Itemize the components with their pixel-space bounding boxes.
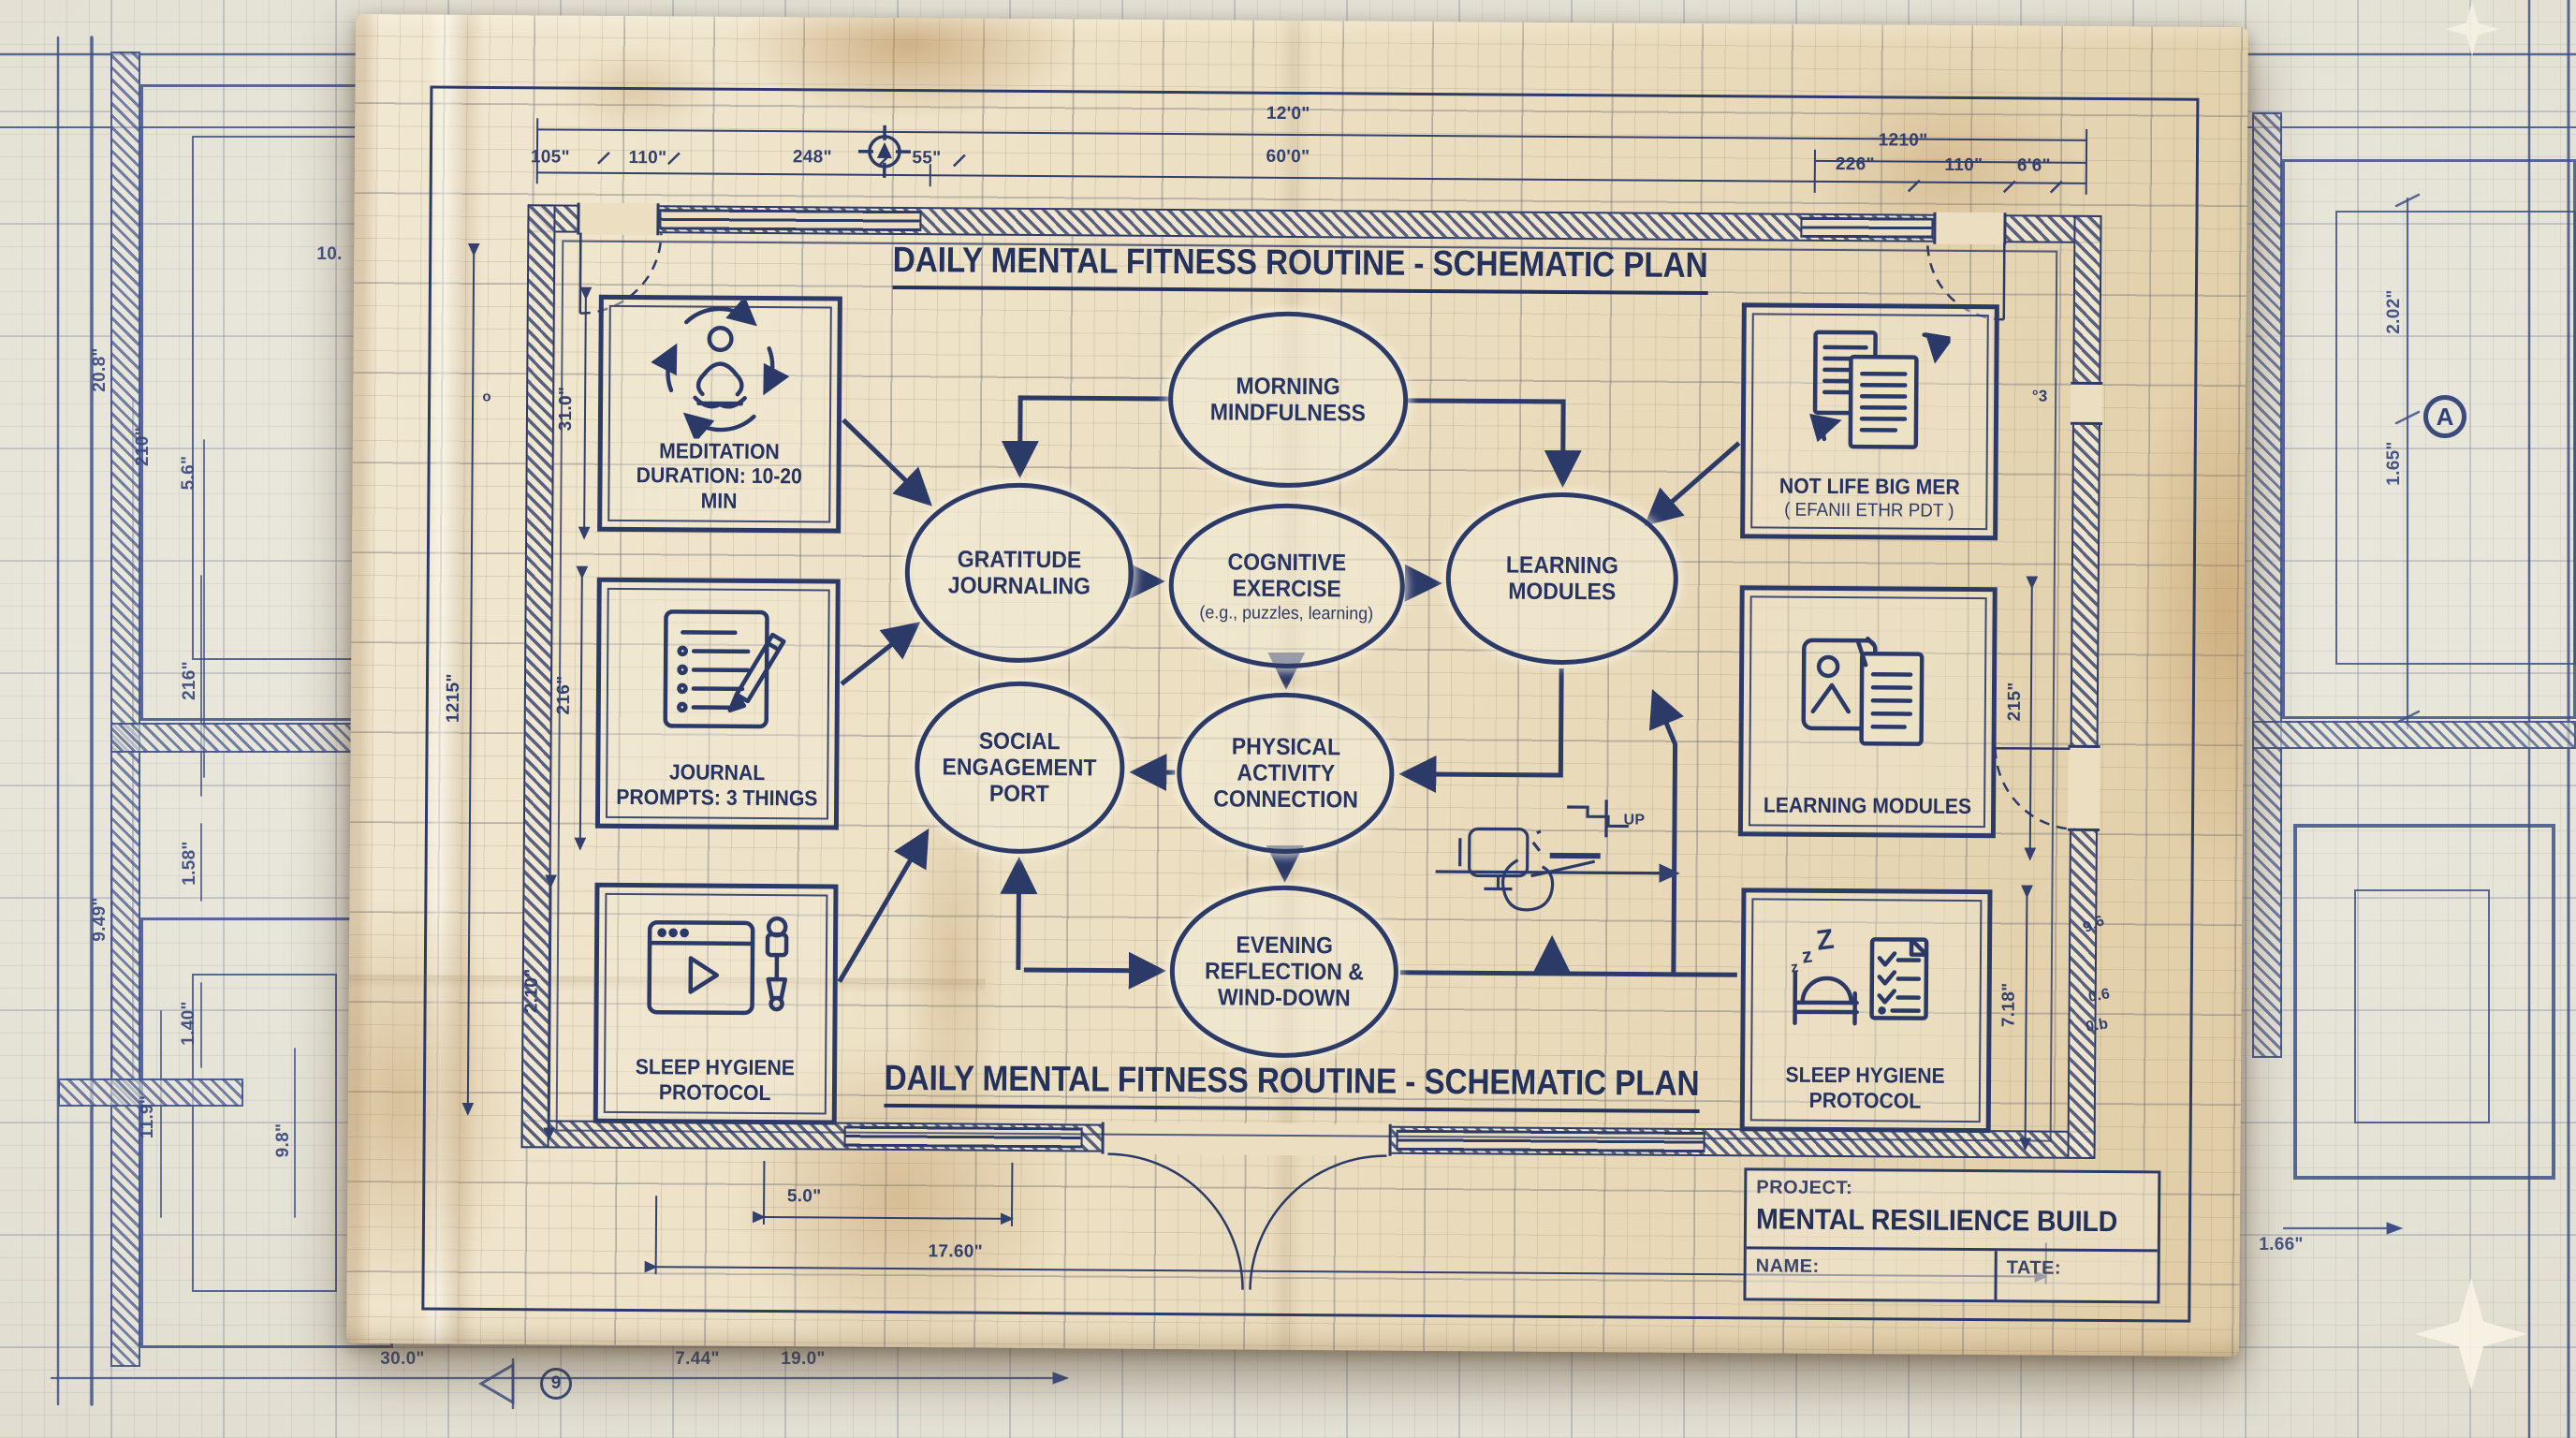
- dimension-label: 5.0": [786, 1186, 822, 1207]
- blueprint-paper: DAILY MENTAL FITNESS ROUTINE - SCHEMATIC…: [346, 13, 2248, 1357]
- title-block-date-cell: TATE:: [1997, 1251, 2157, 1300]
- panel-label: NOT LIFE BIG MER: [1778, 473, 1960, 499]
- panel-meditation: MEDITATION DURATION: 10-20 MIN: [597, 294, 842, 534]
- bed-checklist-icon: Z z z: [1790, 923, 1929, 1025]
- title-block-project-row: PROJECT: MENTAL RESILIENCE BUILD: [1746, 1170, 2159, 1253]
- dimension-label: 11.9": [138, 1094, 157, 1139]
- dimension-label: 9.8": [273, 1123, 293, 1158]
- dimension-label: 55": [912, 148, 942, 169]
- dimension-label: 20.8": [90, 347, 110, 392]
- journal-checklist-icon: [663, 609, 786, 729]
- dimension-label: °3: [2031, 387, 2048, 405]
- panel-label: LEARNING MODULES: [1763, 792, 1971, 818]
- node-cognitive-exercise: COGNITIVE EXERCISE (e.g., puzzles, learn…: [1168, 503, 1406, 669]
- dimension-label: 7.18": [1998, 982, 2019, 1028]
- sheet-title-top: DAILY MENTAL FITNESS ROUTINE - SCHEMATIC…: [892, 240, 1708, 296]
- bg-wall-right: [2252, 112, 2282, 1058]
- window-top-left: [659, 209, 922, 232]
- node-morning-mindfulness: MORNING MINDFULNESS: [1167, 311, 1409, 489]
- node-social-engagement-port: SOCIAL ENGAGEMENT PORT: [914, 681, 1126, 855]
- door-opening-right: [2067, 744, 2100, 831]
- node-evening-reflection: EVENING REFLECTION & WIND-DOWN: [1169, 885, 1399, 1059]
- video-player-icon: [647, 916, 789, 1016]
- dimension-label: 60'0": [1266, 146, 1310, 168]
- bg-detail-marker-a: A: [2423, 395, 2466, 438]
- bg-room-upper-right-inner: [2335, 211, 2576, 665]
- dimension-label: 2.10": [521, 968, 542, 1014]
- title-block-name-cell: NAME:: [1746, 1249, 1998, 1300]
- bg-wall-lowstub-left: [58, 1078, 243, 1107]
- dimension-label: 110": [1944, 154, 1983, 176]
- door-opening-top-right: [1933, 212, 2007, 245]
- detail-marker-9-label: 9: [550, 1373, 562, 1393]
- dimension-label: 5.6": [179, 455, 198, 491]
- dimension-label: 1210": [1878, 130, 1928, 151]
- dimension-label: 12'0": [1266, 103, 1310, 125]
- svg-text:z: z: [1790, 959, 1799, 976]
- bg-wall-left: [110, 51, 140, 1367]
- dimension-label: 30.0": [380, 1349, 425, 1369]
- dimension-label: 1.66": [2259, 1235, 2304, 1255]
- dimension-label: 226": [1835, 154, 1875, 175]
- dimension-label: 17.60": [928, 1241, 984, 1262]
- panel-learning-box: LEARNING MODULES: [1737, 585, 1998, 839]
- sheet-title-bottom: DAILY MENTAL FITNESS ROUTINE - SCHEMATIC…: [884, 1058, 1700, 1114]
- dimension-label: 216": [553, 675, 575, 715]
- bg-room-lower-right: [2293, 824, 2555, 1180]
- dimension-label: 31.0": [555, 386, 577, 432]
- dimension-label: 1.65": [2384, 441, 2404, 486]
- panel-docs: NOT LIFE BIG MER ( EFANII ETHR PDT ): [1740, 302, 1999, 541]
- sparkle-icon: [2445, 2, 2499, 56]
- node-gratitude-journaling: GRATITUDE JOURNALING: [904, 482, 1134, 664]
- project-value: MENTAL RESILIENCE BUILD: [1755, 1202, 2118, 1239]
- dimension-label: 19.0": [781, 1349, 826, 1369]
- dimension-label: o: [482, 389, 491, 405]
- panel-journal: JOURNAL PROMPTS: 3 THINGS: [594, 577, 841, 830]
- dimension-label: 7.44": [675, 1349, 720, 1369]
- project-label: PROJECT:: [1756, 1177, 1853, 1199]
- detail-marker-a-label: A: [2436, 402, 2454, 431]
- svg-text:Z: Z: [1815, 923, 1837, 956]
- meditation-icon: [651, 300, 790, 439]
- dimension-label: 1.40": [179, 1001, 198, 1046]
- bg-room-lower-right-inner: [2354, 889, 2490, 1123]
- dimension-label: 10.: [316, 244, 343, 264]
- bg-wall-mid-right: [2252, 721, 2576, 749]
- date-label: TATE:: [2006, 1257, 2062, 1279]
- dimension-label: UP: [1623, 812, 1646, 829]
- documents-transfer-icon: [1808, 330, 1951, 450]
- dimension-label: 248": [792, 147, 832, 168]
- panel-label: JOURNAL PROMPTS: 3 THINGS: [616, 759, 818, 810]
- dimension-label: 9.49": [90, 897, 110, 942]
- wall-break-right-upper: [2070, 381, 2103, 425]
- panel-sublabel: ( EFANII ETHR PDT ): [1784, 499, 1954, 521]
- panel-sleep-left: SLEEP HYGIENE PROTOCOL: [593, 882, 839, 1125]
- panel-sleep-right: Z z z SLEEP HYGIENE PROTOCOL: [1739, 888, 1993, 1134]
- node-learning-modules: LEARNING MODULES: [1445, 492, 1679, 666]
- panel-label: MEDITATION DURATION: 10-20 MIN: [636, 437, 803, 513]
- door-opening-top-left: [577, 202, 660, 236]
- dimension-label: 1.58": [180, 841, 199, 886]
- media-lesson-icon: [1801, 636, 1924, 746]
- bg-detail-marker-9: 9: [540, 1368, 572, 1400]
- dimension-label: 1215": [443, 673, 464, 724]
- name-label: NAME:: [1755, 1255, 1820, 1277]
- dimension-label: 2.02": [2384, 289, 2404, 334]
- dimension-label: 210": [133, 427, 153, 466]
- dimension-label: 0.6: [2086, 986, 2112, 1005]
- paper-dimensions: 105" 110" 248" 55" 12'0" 60'0" 1210"226" 110" 6'…: [356, 14, 2248, 1262]
- window-top-right: [1800, 216, 1934, 239]
- dimension-label: 215": [2004, 682, 2026, 722]
- panel-label: SLEEP HYGIENE PROTOCOL: [635, 1054, 796, 1105]
- dimension-label: 6'6": [2016, 155, 2051, 176]
- dimension-label: 105": [530, 147, 570, 168]
- panel-label: SLEEP HYGIENE PROTOCOL: [1785, 1062, 1946, 1113]
- svg-text:z: z: [1800, 943, 1813, 967]
- dimension-label: 110": [628, 147, 667, 169]
- sparkle-icon: [2415, 1278, 2527, 1390]
- dimension-label: 216": [180, 661, 199, 700]
- title-block: PROJECT: MENTAL RESILIENCE BUILD NAME: T…: [1743, 1167, 2161, 1304]
- node-physical-activity-connection: PHYSICAL ACTIVITY CONNECTION: [1176, 692, 1395, 855]
- bg-room-lower-left-inner: [192, 974, 337, 1292]
